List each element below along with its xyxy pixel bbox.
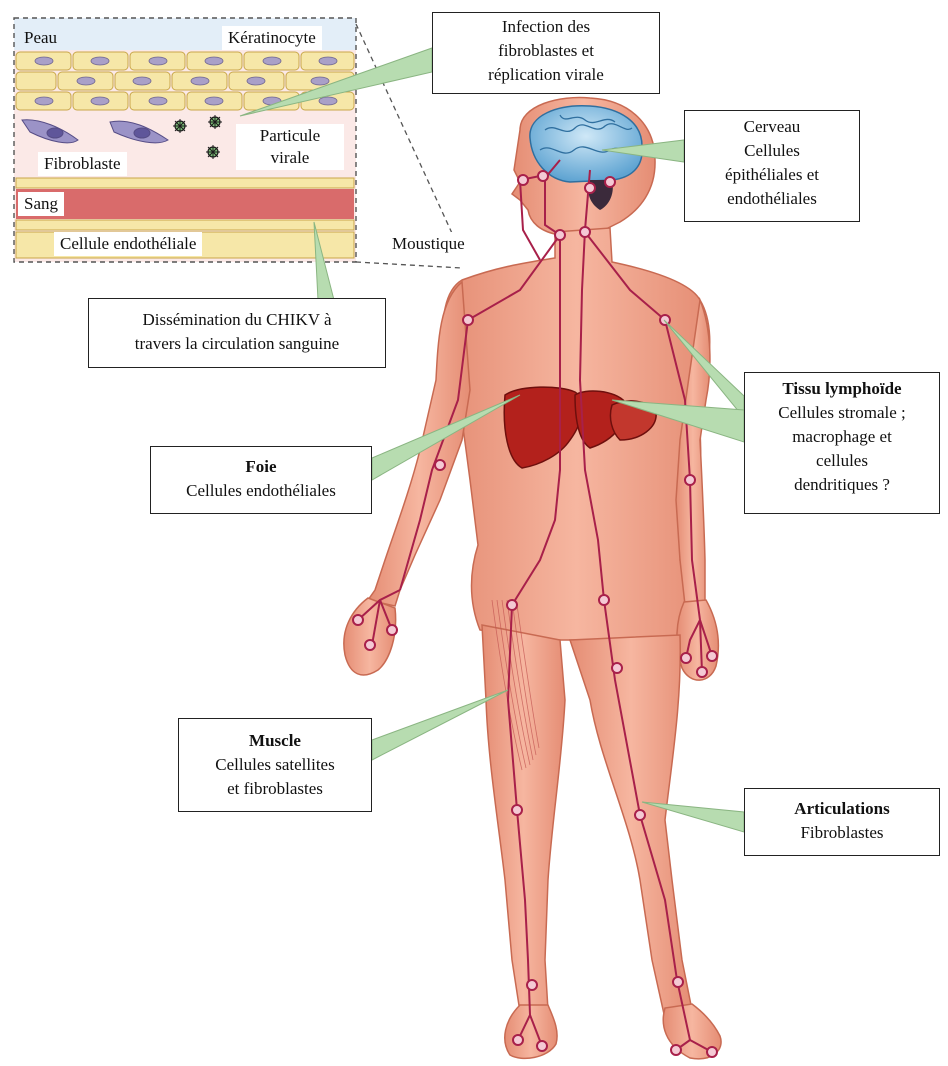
moustique-label: Moustique (386, 232, 471, 256)
dissemination-line-1: Dissémination du CHIKV à (95, 308, 379, 332)
articulations-line-1: Fibroblastes (751, 821, 933, 845)
cellule-endotheliale-label: Cellule endothéliale (54, 232, 202, 256)
muscle-line-2: et fibroblastes (185, 777, 365, 801)
infection-line-2: fibroblastes et (439, 39, 653, 63)
infection-callout: Infection des fibroblastes et réplicatio… (432, 12, 660, 94)
particule-line-2: virale (242, 147, 338, 169)
peau-label: Peau (18, 26, 63, 50)
tissu-line-1: Cellules stromale ; (751, 401, 933, 425)
cerveau-line-2: Cellules (691, 139, 853, 163)
cerveau-callout: Cerveau Cellules épithéliales et endothé… (684, 110, 860, 222)
infection-line-1: Infection des (439, 15, 653, 39)
cerveau-line-3: épithéliales et (691, 163, 853, 187)
muscle-title: Muscle (185, 729, 365, 753)
cerveau-line-1: Cerveau (691, 115, 853, 139)
cerveau-line-4: endothéliales (691, 187, 853, 211)
dissemination-callout: Dissémination du CHIKV à travers la circ… (88, 298, 386, 368)
articulations-title: Articulations (751, 797, 933, 821)
muscle-callout: Muscle Cellules satellites et fibroblast… (178, 718, 372, 812)
infection-line-3: réplication virale (439, 63, 653, 87)
left-foot (505, 1005, 557, 1058)
tissu-line-4: dendritiques ? (751, 473, 933, 497)
particule-virale-label: Particule virale (236, 124, 344, 170)
torso (443, 228, 710, 640)
fibroblaste-label: Fibroblaste (38, 152, 127, 176)
blood-vessel (16, 189, 354, 219)
muscle-line-1: Cellules satellites (185, 753, 365, 777)
particule-line-1: Particule (242, 125, 338, 147)
sang-label: Sang (18, 192, 64, 216)
foie-line-1: Cellules endothéliales (157, 479, 365, 503)
dissemination-line-2: travers la circulation sanguine (95, 332, 379, 356)
foie-callout: Foie Cellules endothéliales (150, 446, 372, 514)
tissu-lymphoide-callout: Tissu lymphoïde Cellules stromale ; macr… (744, 372, 940, 514)
tissu-line-2: macrophage et (751, 425, 933, 449)
articulations-callout: Articulations Fibroblastes (744, 788, 940, 856)
tissu-lymphoide-title: Tissu lymphoïde (751, 377, 933, 401)
keratinocyte-label: Kératinocyte (222, 26, 322, 50)
foie-title: Foie (157, 455, 365, 479)
tissu-line-3: cellules (751, 449, 933, 473)
